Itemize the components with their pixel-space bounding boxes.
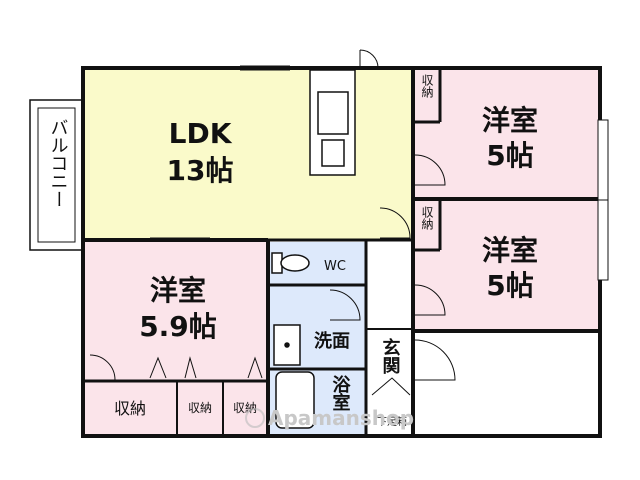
western-top-name: 洋室 (482, 104, 538, 137)
entrance-label: 玄関 (380, 337, 401, 374)
storage-mid (415, 202, 439, 248)
room-ldk (83, 68, 413, 240)
room-western-left (83, 240, 268, 380)
ldk-name: LDK (169, 117, 233, 150)
sink-icon (273, 324, 301, 366)
storage-bottom-left-label: 収納 (114, 399, 146, 418)
storage-top (415, 70, 439, 120)
western-left-size: 5.9帖 (139, 310, 217, 343)
western-top-size: 5帖 (486, 139, 533, 172)
ldk-size: 13帖 (167, 154, 234, 187)
bath-label: 浴室 (330, 375, 351, 411)
storage-mid-label: 収納 (420, 206, 434, 230)
door-swing-icon (89, 49, 456, 396)
washroom-label: 洗面 (314, 330, 350, 352)
balcony-label: バルコニー (48, 118, 69, 208)
storage-top-label: 収納 (420, 74, 434, 98)
kitchen-counter-icon (309, 69, 356, 176)
western-left-name: 洋室 (150, 274, 206, 307)
storage-bottom-mid2-label: 収納 (233, 401, 257, 415)
wc-label: WC (324, 259, 346, 274)
hall (367, 242, 413, 328)
western-mid-size: 5帖 (486, 269, 533, 302)
shoe-storage-label: 下足箱 (377, 415, 407, 428)
storage-bottom-left (83, 382, 176, 434)
western-mid-name: 洋室 (482, 234, 538, 267)
balcony-rail (37, 107, 76, 243)
toilet-icon (271, 252, 310, 274)
watermark-text: Apamanshop (268, 406, 414, 430)
windows (150, 65, 609, 281)
storage-bottom-mid1-label: 収納 (188, 401, 212, 415)
bathtub-icon (275, 371, 315, 429)
storage-bottom-mid1 (178, 382, 222, 434)
room-entrance (367, 330, 413, 432)
watermark-logo-icon (245, 408, 265, 428)
